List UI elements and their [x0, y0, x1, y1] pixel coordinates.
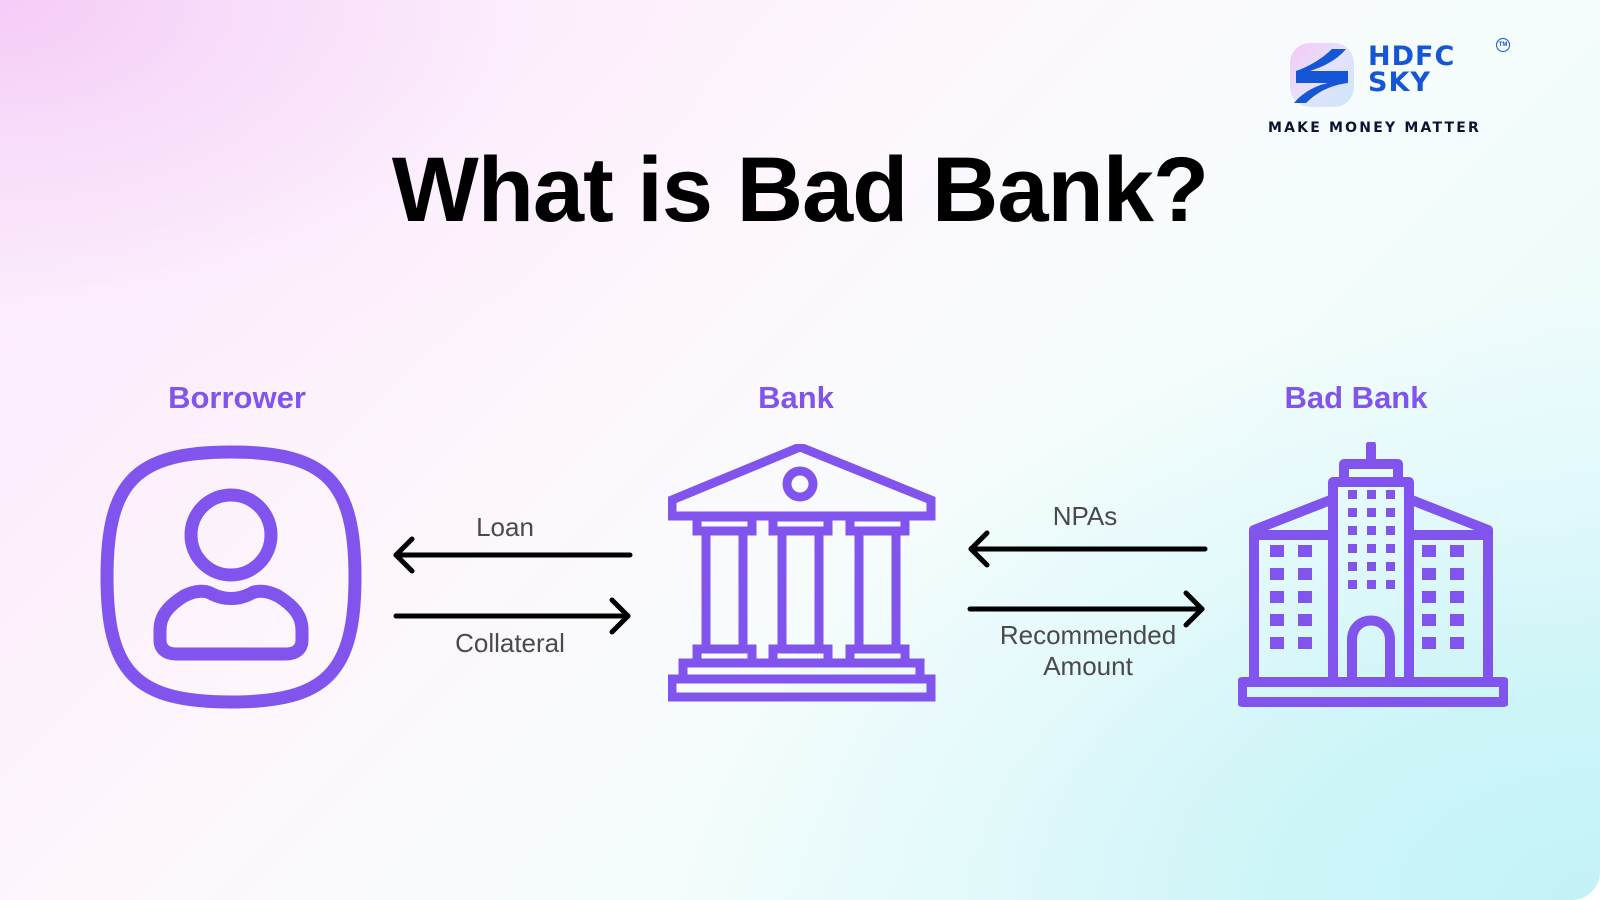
flow-label-line2: Amount	[1043, 651, 1133, 681]
arrow-left-icon	[393, 536, 633, 574]
arrow-right-icon	[967, 590, 1205, 628]
user-profile-icon	[100, 445, 362, 709]
arrow-left-icon	[968, 530, 1208, 568]
flow-label-line1: Recommended	[999, 620, 1177, 650]
node-label-bad-bank: Bad Bank	[1284, 380, 1428, 415]
flow-label-recommended-amount: Recommended Amount	[968, 620, 1208, 682]
brand-tagline: MAKE MONEY MATTER	[1268, 120, 1482, 136]
arrow-right-icon	[393, 597, 631, 635]
brand-name-line1: HDFC	[1368, 41, 1456, 72]
trademark-badge: TM	[1496, 38, 1510, 52]
node-label-bank: Bank	[758, 380, 834, 415]
bank-building-icon	[668, 444, 936, 702]
office-building-icon	[1238, 442, 1508, 707]
brand-wordmark: HDFC SKY	[1368, 41, 1456, 98]
flow-label-collateral: Collateral	[455, 628, 565, 658]
flow-label-npas: NPAs	[1052, 501, 1118, 531]
flow-label-loan: Loan	[476, 512, 534, 542]
hdfc-sky-logo-icon	[1290, 43, 1354, 107]
brand-name-line2: SKY	[1368, 67, 1431, 98]
page-title: What is Bad Bank?	[391, 139, 1209, 241]
brand-logo: HDFC SKY TM MAKE MONEY MATTER	[1268, 38, 1510, 138]
node-label-borrower: Borrower	[168, 380, 306, 415]
